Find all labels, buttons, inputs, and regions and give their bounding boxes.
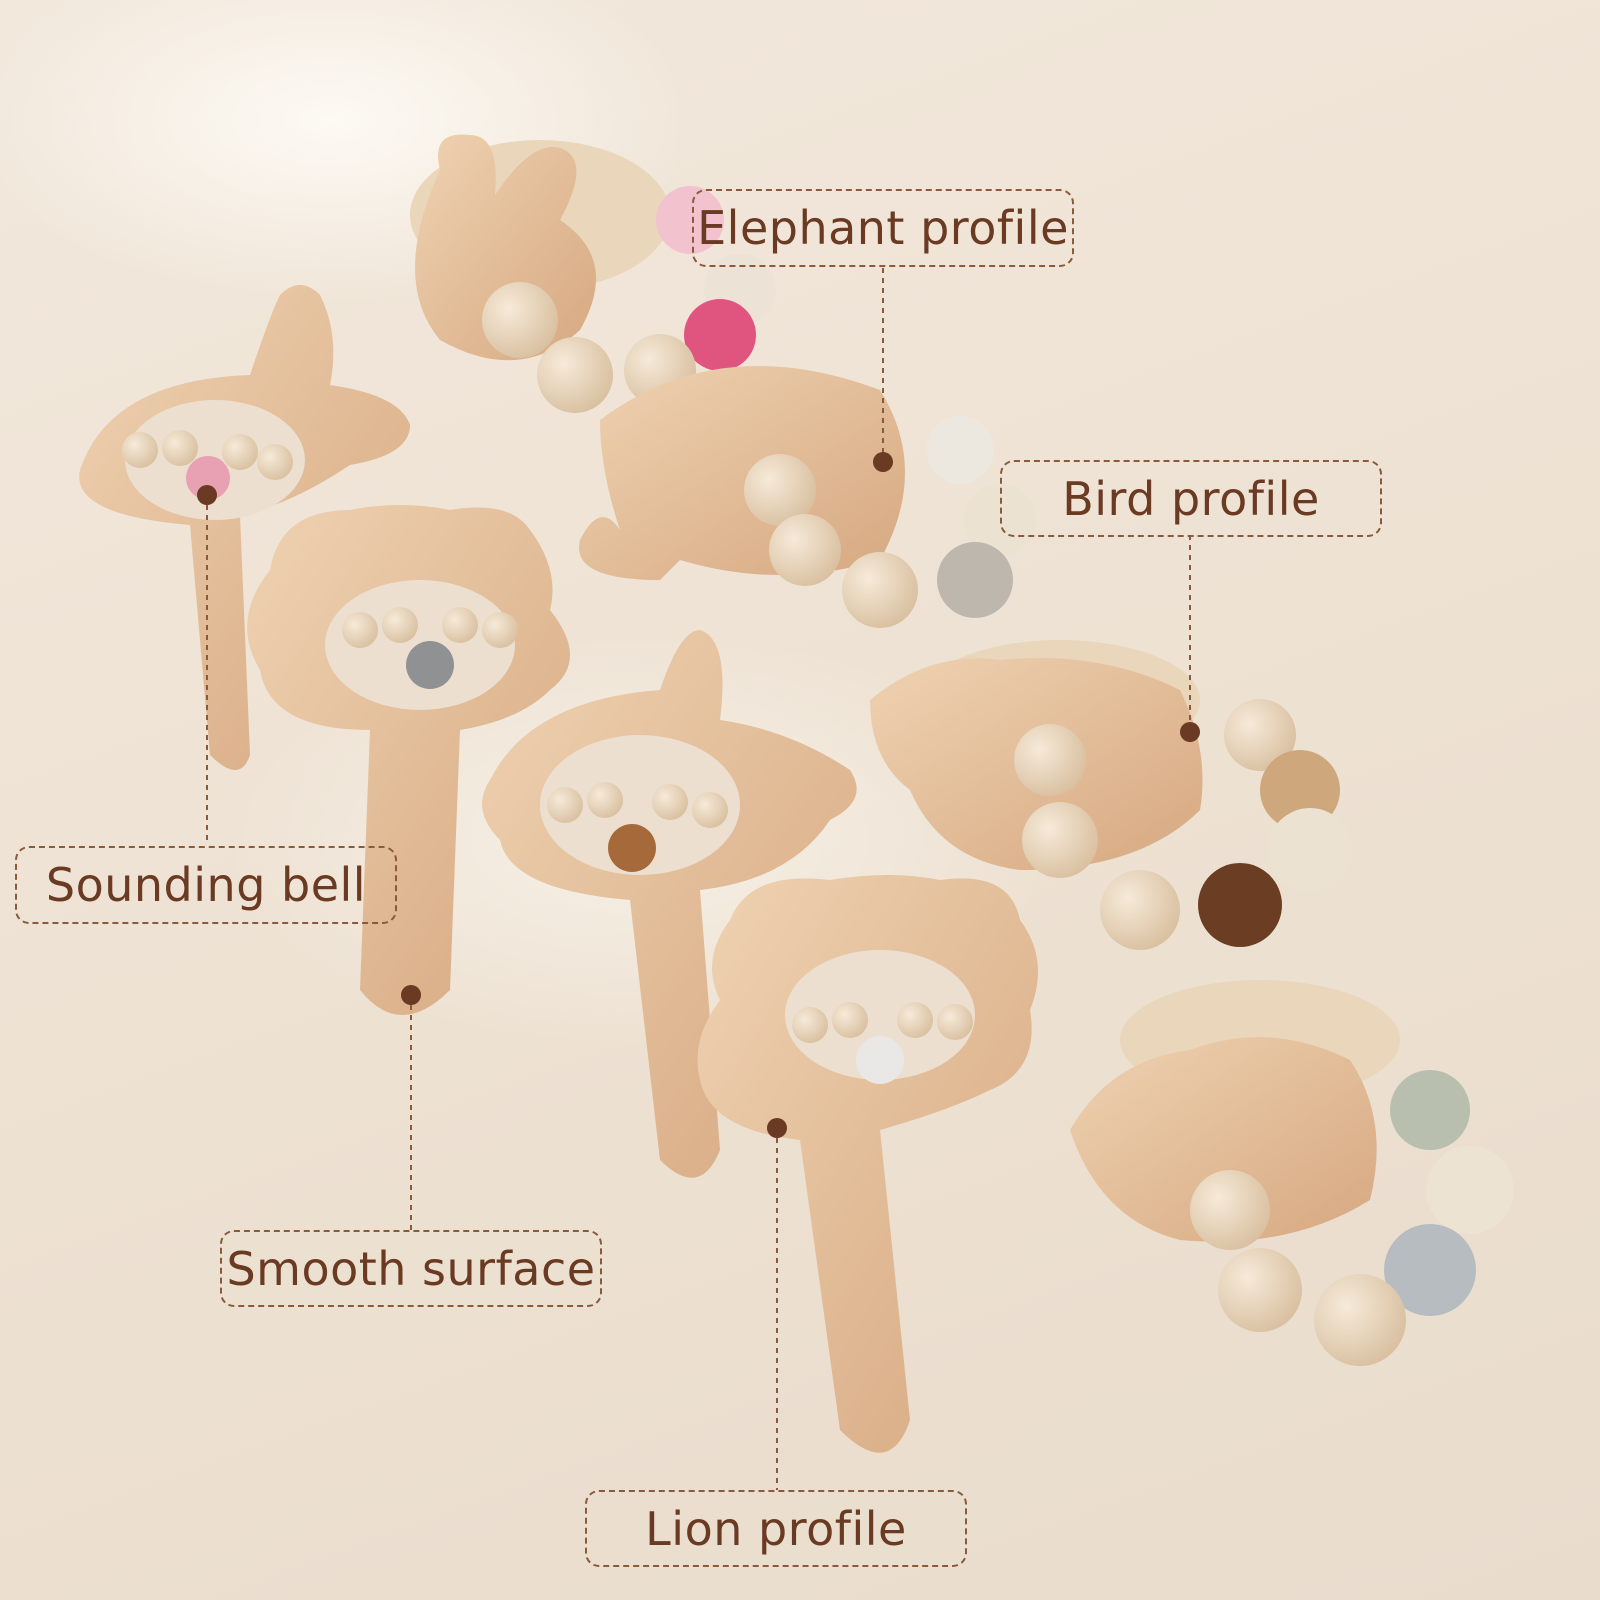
bunny-rattle-left bbox=[79, 285, 410, 770]
callout-bird-profile: Bird profile bbox=[1000, 460, 1382, 537]
callout-smooth-surface: Smooth surface bbox=[220, 1230, 602, 1307]
lion-rattle-right bbox=[697, 875, 1038, 1453]
callout-leader-lines bbox=[206, 268, 1191, 1490]
callout-elephant-profile: Elephant profile bbox=[692, 189, 1074, 267]
callout-sounding-bell: Sounding bell bbox=[15, 846, 397, 924]
hedgehog-teether bbox=[1070, 980, 1514, 1366]
bunny-rattle-top bbox=[410, 134, 776, 413]
bunny-rattle-center bbox=[482, 630, 857, 1178]
callout-lion-profile: Lion profile bbox=[585, 1490, 967, 1567]
callout-anchor-dots bbox=[197, 452, 1200, 1138]
lion-rattle-left bbox=[247, 505, 570, 1015]
elephant-teether bbox=[579, 366, 1036, 628]
bird-teether bbox=[870, 640, 1352, 950]
